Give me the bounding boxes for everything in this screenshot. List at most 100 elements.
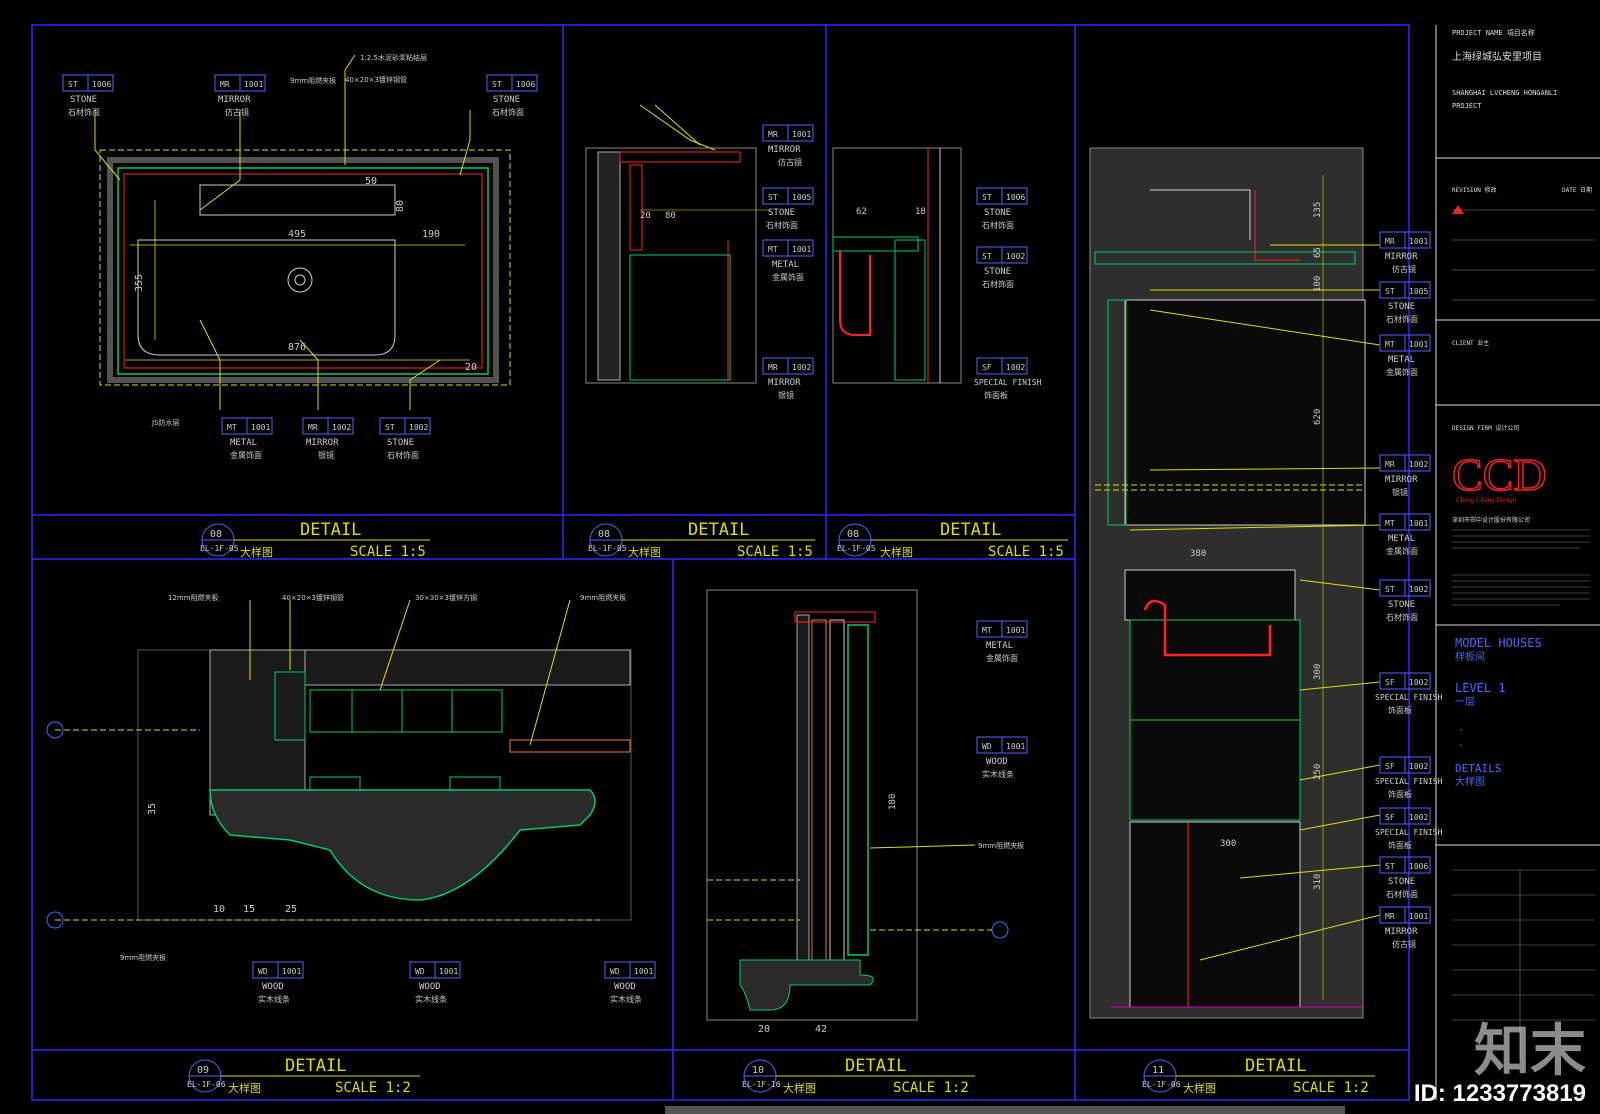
tag-text: 1002 bbox=[792, 363, 811, 372]
note-steel-pipe: 40×20×3镀锌钢管 bbox=[345, 75, 407, 84]
tag-mr1001-c: MR 1001 MIRROR 仿古镜 bbox=[1379, 231, 1431, 274]
tag-text: MT bbox=[1385, 519, 1395, 528]
tag-text: 石材饰面 bbox=[1386, 314, 1418, 324]
tag-mr1002-c: MR 1002 MIRROR 银镜 bbox=[1379, 454, 1431, 497]
tag-text: ST bbox=[385, 423, 395, 432]
tag-text: 08 bbox=[847, 529, 859, 540]
tag-text: WD bbox=[258, 967, 268, 976]
tag-text: DETAIL bbox=[845, 1056, 906, 1076]
panel-frames bbox=[31, 24, 1410, 1101]
tag-st1002-c: ST 1002 STONE 石材饰面 bbox=[1379, 579, 1431, 622]
tag-text: 实木线条 bbox=[415, 994, 447, 1004]
tag-text: MIRROR bbox=[218, 95, 251, 105]
tag-text: 饰面板 bbox=[1388, 705, 1412, 715]
dim-20: 20 bbox=[465, 362, 477, 373]
tag-text: EL-1F-06 bbox=[187, 1080, 226, 1089]
dim-190: 190 bbox=[422, 229, 440, 240]
tag-text: STONE bbox=[768, 208, 795, 218]
tag-text: 1002 bbox=[1409, 813, 1428, 822]
tag-text: WD bbox=[610, 967, 620, 976]
tag-text: 银镜 bbox=[778, 390, 794, 400]
tag-text: 1001 bbox=[1409, 519, 1428, 528]
tag-mr1001-b: MR 1001 MIRROR 仿古镜 bbox=[762, 124, 814, 167]
tag-text: 10 bbox=[752, 1065, 764, 1076]
tag-text: 1002 bbox=[409, 423, 428, 432]
tag-text: 石材饰面 bbox=[492, 107, 524, 117]
tag-text: 1002 bbox=[1006, 252, 1025, 261]
tag-text: MIRROR bbox=[1385, 252, 1418, 262]
dim-42: 42 bbox=[815, 1024, 827, 1035]
ccd-logo: CCD bbox=[1452, 449, 1547, 500]
tag-text: EL-1F-05 bbox=[837, 544, 876, 553]
tag-wd1001-c: WD 1001 WOOD 实木线条 bbox=[604, 961, 656, 1004]
tag-text: DETAIL bbox=[300, 520, 361, 540]
tag-text: SF bbox=[1385, 678, 1395, 687]
tag-text: 金属饰面 bbox=[1386, 367, 1418, 377]
tag-mr1001-a: MR 1001 MIRROR 仿古镜 bbox=[214, 74, 266, 117]
design-firm-label: DESIGN FIRM 设计公司 bbox=[1452, 424, 1519, 432]
tag-text: 1002 bbox=[332, 423, 351, 432]
scrollbar[interactable] bbox=[665, 1106, 1345, 1114]
tag-text: SF bbox=[1385, 762, 1395, 771]
tag-text: 大样图 bbox=[880, 545, 913, 559]
project-en2: PROJECT bbox=[1452, 102, 1482, 110]
tag-text: ST bbox=[68, 80, 78, 89]
tag-text: MT bbox=[227, 423, 237, 432]
dim-300-a: 300 bbox=[1313, 664, 1323, 680]
tag-text: DETAIL bbox=[285, 1056, 346, 1076]
tag-text: SCALE 1:2 bbox=[335, 1080, 411, 1096]
tag-text: 1001 bbox=[1409, 237, 1428, 246]
tag-text: 08 bbox=[210, 529, 222, 540]
tag-text: 1002 bbox=[1409, 678, 1428, 687]
tag-text: SCALE 1:2 bbox=[893, 1080, 969, 1096]
tag-text: DETAIL bbox=[940, 520, 1001, 540]
note-9mm-plywood-p5: 9mm阻燃夹板 bbox=[978, 841, 1024, 850]
tag-text: 1006 bbox=[1409, 862, 1428, 871]
tag-text: METAL bbox=[1388, 534, 1415, 544]
tag-text: SCALE 1:5 bbox=[988, 544, 1064, 560]
dim-380: 380 bbox=[1190, 549, 1206, 559]
level-cn: 一层 bbox=[1455, 696, 1475, 708]
detail-title-5: 10 EL-1F-16 DETAIL 大样图 SCALE 1:2 bbox=[742, 1056, 975, 1096]
tag-text: 实木线条 bbox=[982, 769, 1014, 779]
tag-text: METAL bbox=[230, 438, 257, 448]
tag-text: 1001 bbox=[1409, 340, 1428, 349]
tag-text: 饰面板 bbox=[1388, 840, 1412, 850]
tag-text: 石材饰面 bbox=[982, 279, 1014, 289]
tag-text: 石材饰面 bbox=[766, 220, 798, 230]
tag-st1006-b: ST 1006 STONE 石材饰面 bbox=[486, 74, 538, 117]
level: LEVEL 1 bbox=[1455, 681, 1506, 695]
tag-text: 1001 bbox=[634, 967, 653, 976]
tag-st1006-c: ST 1006 STONE 石材饰面 bbox=[976, 187, 1028, 230]
tag-mr1002-a: MR 1002 MIRROR 银镜 bbox=[302, 417, 354, 460]
tag-text: ST bbox=[982, 252, 992, 261]
tag-text: WOOD bbox=[614, 982, 636, 992]
dim-50: 50 bbox=[365, 176, 377, 187]
tag-text: 石材饰面 bbox=[68, 107, 100, 117]
dim-80-p2: 80 bbox=[665, 211, 676, 221]
tag-text: ST bbox=[982, 193, 992, 202]
tag-text: STONE bbox=[1388, 600, 1415, 610]
note-mortar: 1:2.5水泥砂浆粘结层 bbox=[360, 53, 427, 62]
dim-876: 876 bbox=[288, 342, 306, 353]
ccd-logo-sub: Cheng Chung Design bbox=[1456, 496, 1517, 504]
tag-text: 石材饰面 bbox=[1386, 612, 1418, 622]
tag-text: MIRROR bbox=[306, 438, 339, 448]
tag-text: STONE bbox=[1388, 877, 1415, 887]
note-square-steel: 30×30×3镀锌方钢 bbox=[415, 593, 477, 602]
tag-text: STONE bbox=[984, 267, 1011, 277]
panel-4-drawing: 35 25 10 15 12mm阻燃夹板 40×20×3镀锌钢管 30×30×3… bbox=[46, 593, 632, 962]
tag-text: ST bbox=[1385, 862, 1395, 871]
tag-mt1001-a: MT 1001 METAL 金属饰面 bbox=[221, 417, 273, 460]
tag-text: 石材饰面 bbox=[982, 220, 1014, 230]
dim-18: 18 bbox=[915, 207, 926, 217]
tag-text: STONE bbox=[1388, 302, 1415, 312]
tag-text: SCALE 1:5 bbox=[737, 544, 813, 560]
tag-text: EL-1F-05 bbox=[200, 544, 239, 553]
details-cn: 大样图 bbox=[1455, 775, 1485, 788]
title-block: PROJECT NAME 項目名称 上海绿城弘安里项目 SHANGHAI LVC… bbox=[1435, 25, 1600, 1100]
tag-text: MIRROR bbox=[1385, 927, 1418, 937]
tag-text: WD bbox=[415, 967, 425, 976]
tag-text: 实木线条 bbox=[610, 994, 642, 1004]
tag-text: MR bbox=[1385, 237, 1395, 246]
